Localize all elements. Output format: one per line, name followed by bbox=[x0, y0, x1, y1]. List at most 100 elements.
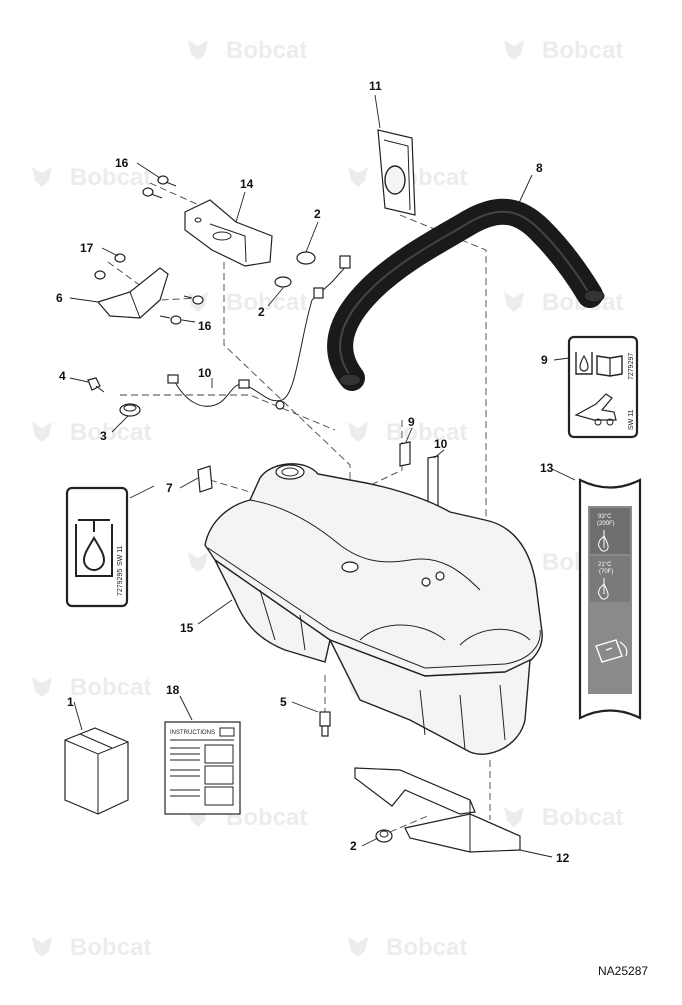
lower-bracket-12 bbox=[354, 767, 521, 853]
bobcat-logo-icon bbox=[504, 40, 524, 60]
watermark: Bobcat bbox=[32, 419, 151, 446]
callout-6: 6 bbox=[56, 291, 63, 305]
clamp-2-b bbox=[274, 276, 292, 288]
watermark-text: Bobcat bbox=[70, 164, 151, 191]
drain-valve-5 bbox=[319, 711, 331, 737]
watermark: Bobcat bbox=[32, 934, 151, 961]
drawing-reference: NA25287 bbox=[598, 964, 648, 978]
nut-17-b bbox=[94, 270, 106, 280]
watermark-text: Bobcat bbox=[70, 419, 151, 446]
bolt-16-upper-b bbox=[142, 187, 163, 199]
watermark-text: Bobcat bbox=[542, 804, 623, 831]
fuel-hose-8 bbox=[327, 198, 605, 391]
bobcat-logo-icon bbox=[348, 167, 368, 187]
callout-10-harness: 10 bbox=[198, 366, 212, 380]
instruction-sheet-18: INSTRUCTIONS bbox=[164, 721, 241, 815]
bolt-16-lower-a bbox=[183, 295, 204, 305]
bobcat-logo-icon bbox=[504, 292, 524, 312]
callout-8: 8 bbox=[536, 161, 543, 175]
coolant-cap-icon bbox=[595, 639, 628, 663]
clamp-2-c bbox=[375, 829, 393, 843]
callout-14: 14 bbox=[240, 177, 254, 191]
box-1 bbox=[64, 727, 129, 815]
clamp-2-a bbox=[296, 251, 316, 265]
decal-9-sub: SW 11 bbox=[628, 409, 635, 430]
decal-9-small bbox=[399, 441, 411, 467]
callout-12: 12 bbox=[556, 851, 570, 865]
watermark: Bobcat bbox=[504, 37, 623, 64]
callout-5: 5 bbox=[280, 695, 287, 709]
watermark-text: Bobcat bbox=[542, 37, 623, 64]
decal-9-code: 7279297 bbox=[628, 353, 635, 380]
decal-7-sub: SW 11 bbox=[117, 545, 124, 566]
callout-16-upper: 16 bbox=[115, 156, 129, 170]
callout-15: 15 bbox=[180, 621, 194, 635]
callout-11: 11 bbox=[369, 79, 382, 93]
callout-2-middle: 2 bbox=[258, 305, 265, 319]
callout-16-lower: 16 bbox=[198, 319, 212, 333]
watermark-text: Bobcat bbox=[386, 419, 467, 446]
watermark: Bobcat bbox=[504, 289, 623, 316]
callout-9-center: 9 bbox=[408, 415, 415, 429]
bolt-16-upper bbox=[157, 175, 177, 187]
watermark: Bobcat bbox=[188, 37, 307, 64]
callout-2-upper: 2 bbox=[314, 207, 321, 221]
watermark-text: Bobcat bbox=[226, 37, 307, 64]
callout-4: 4 bbox=[59, 369, 66, 383]
book-icon bbox=[596, 355, 623, 377]
decal-7-panel: 7279295 SW 11 bbox=[65, 486, 129, 608]
watermark: Bobcat bbox=[504, 804, 623, 831]
bobcat-logo-icon bbox=[32, 422, 52, 442]
temp-cold-c: 21°C bbox=[598, 562, 612, 568]
decal-7-small bbox=[197, 465, 213, 493]
leader-lines bbox=[69, 94, 576, 858]
callout-labels: 11 8 14 16 2 17 6 2 16 9 10 4 3 9 10 13 … bbox=[56, 79, 570, 865]
bobcat-logo-icon bbox=[188, 552, 208, 572]
decal-13-panel: 93°C (200F) 21°C (70F) bbox=[578, 478, 642, 720]
watermark: Bobcat bbox=[32, 164, 151, 191]
fuel-tank-15 bbox=[204, 463, 543, 755]
bolt-16-lower-b bbox=[159, 315, 182, 325]
watermark-text: Bobcat bbox=[70, 934, 151, 961]
fuel-drop-icon bbox=[75, 519, 113, 577]
watermark-text: Bobcat bbox=[386, 934, 467, 961]
decal-9-panel: 7279297 SW 11 bbox=[567, 335, 639, 439]
bracket-6 bbox=[96, 267, 169, 319]
bobcat-logo-icon bbox=[188, 40, 208, 60]
bobcat-logo-icon bbox=[32, 937, 52, 957]
callout-1: 1 bbox=[67, 695, 74, 709]
excavator-icon bbox=[574, 393, 617, 426]
bobcat-logo-icon bbox=[32, 167, 52, 187]
temp-cold-f: (70F) bbox=[599, 569, 613, 575]
bobcat-logo-icon bbox=[348, 937, 368, 957]
fuel-drop-icon bbox=[575, 352, 593, 375]
watermark: Bobcat bbox=[348, 934, 467, 961]
fuel-drop-icon bbox=[598, 530, 609, 552]
callout-18: 18 bbox=[166, 683, 180, 697]
screw-4 bbox=[87, 377, 105, 393]
temp-hot-f: (200F) bbox=[597, 521, 615, 527]
watermark: Bobcat bbox=[32, 674, 151, 701]
callout-3: 3 bbox=[100, 429, 107, 443]
instructions-title: INSTRUCTIONS bbox=[170, 730, 215, 736]
temp-hot-c: 93°C bbox=[598, 514, 612, 520]
callout-10-center: 10 bbox=[434, 437, 448, 451]
mounting-bracket-14 bbox=[184, 199, 273, 267]
watermark: Bobcat bbox=[188, 289, 307, 316]
decal-7-code: 7279295 bbox=[117, 569, 124, 596]
watermark: Bobcat bbox=[348, 419, 467, 446]
callout-7: 7 bbox=[166, 481, 173, 495]
callout-17: 17 bbox=[80, 241, 94, 255]
callout-9-right: 9 bbox=[541, 353, 548, 367]
bobcat-logo-icon bbox=[504, 807, 524, 827]
bobcat-logo-icon bbox=[348, 422, 368, 442]
fuel-drop-icon bbox=[598, 578, 609, 600]
bobcat-logo-icon bbox=[32, 677, 52, 697]
clamp-3 bbox=[119, 403, 141, 417]
callout-2-lower: 2 bbox=[350, 839, 357, 853]
harness-10 bbox=[167, 255, 351, 410]
filler-seal-11 bbox=[377, 129, 416, 216]
watermark-text: Bobcat bbox=[70, 674, 151, 701]
